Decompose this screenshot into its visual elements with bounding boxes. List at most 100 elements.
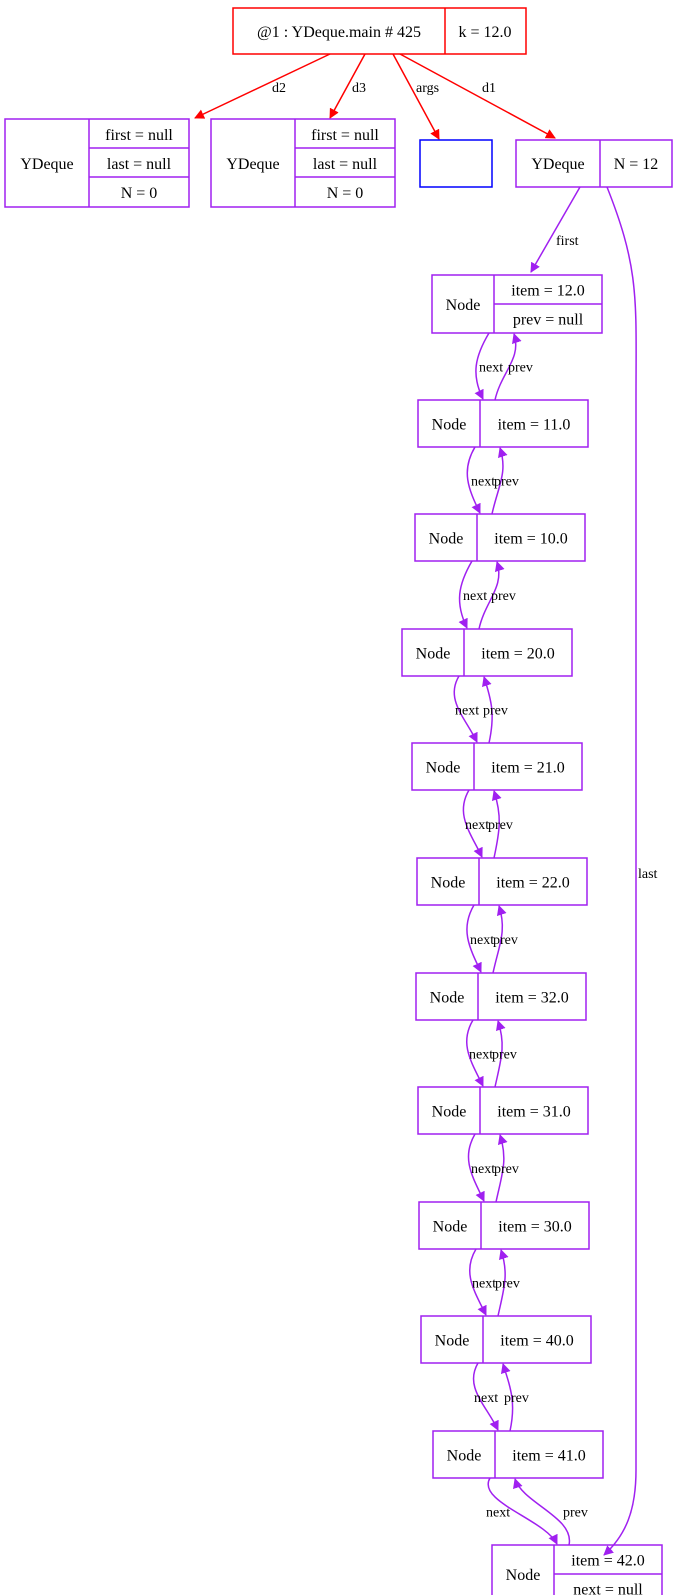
edge-prev-9 — [500, 1363, 514, 1432]
deque-d2-first: first = null — [105, 127, 173, 144]
frame-k-field: k = 12.0 — [458, 24, 511, 41]
edge-label-d1: d1 — [482, 81, 496, 96]
stack-frame-box — [232, 7, 527, 55]
deque-d3-type: YDeque — [226, 156, 279, 173]
deque-d1-edges: first last — [530, 186, 658, 1556]
edge-next-4 — [462, 789, 483, 858]
deque-d3-last: last = null — [313, 156, 378, 173]
edge-prev-4 — [491, 790, 502, 859]
node-item-11: item = 42.0 — [571, 1553, 644, 1570]
node-box-6 — [415, 972, 587, 1021]
edge-prev-0 — [494, 333, 522, 401]
deque-d2-n: N = 0 — [121, 185, 158, 202]
edge-label-prev-1: prev — [494, 475, 519, 490]
deque-d1: YDeque N = 12 — [515, 139, 673, 188]
node-type-0: Node — [446, 297, 481, 314]
edge-next-1 — [466, 446, 481, 514]
deque-d3: YDeque first = null last = null N = 0 — [210, 118, 396, 208]
edge-label-next-1: next — [471, 475, 495, 490]
edge-next-10 — [487, 1477, 558, 1545]
edge-prev-3 — [482, 676, 493, 744]
edge-last — [603, 186, 637, 1556]
node-type-3: Node — [416, 646, 451, 663]
edge-prev-7 — [495, 1134, 508, 1203]
node-item-6: item = 32.0 — [495, 990, 568, 1007]
edge-prev-6 — [494, 1020, 506, 1088]
deque-d2: YDeque first = null last = null N = 0 — [4, 118, 190, 208]
edge-label-prev-6: prev — [492, 1048, 517, 1063]
node-item-3: item = 20.0 — [481, 646, 554, 663]
node-box-7 — [417, 1086, 589, 1135]
node-item-8: item = 30.0 — [498, 1219, 571, 1236]
node-type-5: Node — [431, 875, 466, 892]
edge-label-prev-10: prev — [563, 1506, 588, 1521]
edge-label-next-3: next — [455, 704, 479, 719]
node-box-5 — [416, 857, 588, 906]
node-type-11: Node — [506, 1567, 541, 1584]
edge-label-prev-5: prev — [493, 933, 518, 948]
edge-label-args: args — [416, 81, 439, 96]
edge-prev-8 — [497, 1249, 509, 1317]
args-array-box — [419, 139, 493, 188]
node-type-6: Node — [430, 990, 465, 1007]
edge-label-prev-7: prev — [494, 1162, 519, 1177]
edge-label-prev-9: prev — [504, 1391, 529, 1406]
deque-d1-type: YDeque — [531, 156, 584, 173]
node-type-2: Node — [429, 531, 464, 548]
edge-d1 — [399, 53, 556, 139]
edge-prev-1 — [491, 447, 508, 515]
edge-label-d2: d2 — [272, 81, 286, 96]
node-box-1 — [417, 399, 589, 448]
node-item-4: item = 21.0 — [491, 760, 564, 777]
edge-label-prev-3: prev — [483, 704, 508, 719]
node-box-9 — [420, 1315, 592, 1364]
deque-d1-n: N = 12 — [614, 156, 659, 173]
node-box-3 — [401, 628, 573, 677]
edge-next-5 — [466, 904, 482, 973]
deque-d3-first: first = null — [311, 127, 379, 144]
node-extra-11: next = null — [573, 1582, 643, 1595]
edge-label-last: last — [638, 867, 658, 882]
frame-edges: d2 d3 args d1 — [194, 53, 556, 140]
deque-d2-type: YDeque — [20, 156, 73, 173]
deque-d2-last: last = null — [107, 156, 172, 173]
frame-title: @1 : YDeque.main # 425 — [257, 24, 421, 41]
edge-label-next-6: next — [469, 1048, 493, 1063]
edge-label-prev-4: prev — [488, 818, 513, 833]
edge-d3 — [329, 53, 366, 119]
edge-label-prev-2: prev — [491, 589, 516, 604]
edge-label-next-9: next — [474, 1391, 498, 1406]
edge-d2 — [194, 53, 331, 119]
edge-next-0 — [474, 332, 490, 400]
node-item-1: item = 11.0 — [498, 417, 571, 434]
node-type-7: Node — [432, 1104, 467, 1121]
deque-d2-box — [4, 118, 190, 208]
node-item-2: item = 10.0 — [494, 531, 567, 548]
node-type-4: Node — [426, 760, 461, 777]
edge-label-next-0: next — [479, 361, 503, 376]
stack-frame: @1 : YDeque.main # 425 k = 12.0 — [232, 7, 527, 55]
node-item-0: item = 12.0 — [511, 283, 584, 300]
edge-prev-10 — [513, 1478, 571, 1546]
edge-label-next-7: next — [471, 1162, 495, 1177]
node-type-8: Node — [433, 1219, 468, 1236]
node-type-10: Node — [447, 1448, 482, 1465]
edge-prev-2 — [478, 561, 505, 630]
edge-label-prev-0: prev — [508, 361, 533, 376]
edge-label-next-4: next — [465, 818, 489, 833]
edge-args — [392, 53, 440, 140]
node-item-7: item = 31.0 — [497, 1104, 570, 1121]
edge-next-9 — [472, 1362, 499, 1431]
edge-label-next-5: next — [470, 933, 494, 948]
edge-label-next-2: next — [463, 589, 487, 604]
edge-label-next-10: next — [486, 1506, 510, 1521]
node-item-5: item = 22.0 — [496, 875, 569, 892]
deque-d3-n: N = 0 — [327, 185, 364, 202]
node-item-9: item = 40.0 — [500, 1333, 573, 1350]
edge-next-6 — [465, 1019, 484, 1087]
edge-prev-5 — [492, 905, 507, 974]
edge-first — [530, 186, 581, 273]
node-item-10: item = 41.0 — [512, 1448, 585, 1465]
